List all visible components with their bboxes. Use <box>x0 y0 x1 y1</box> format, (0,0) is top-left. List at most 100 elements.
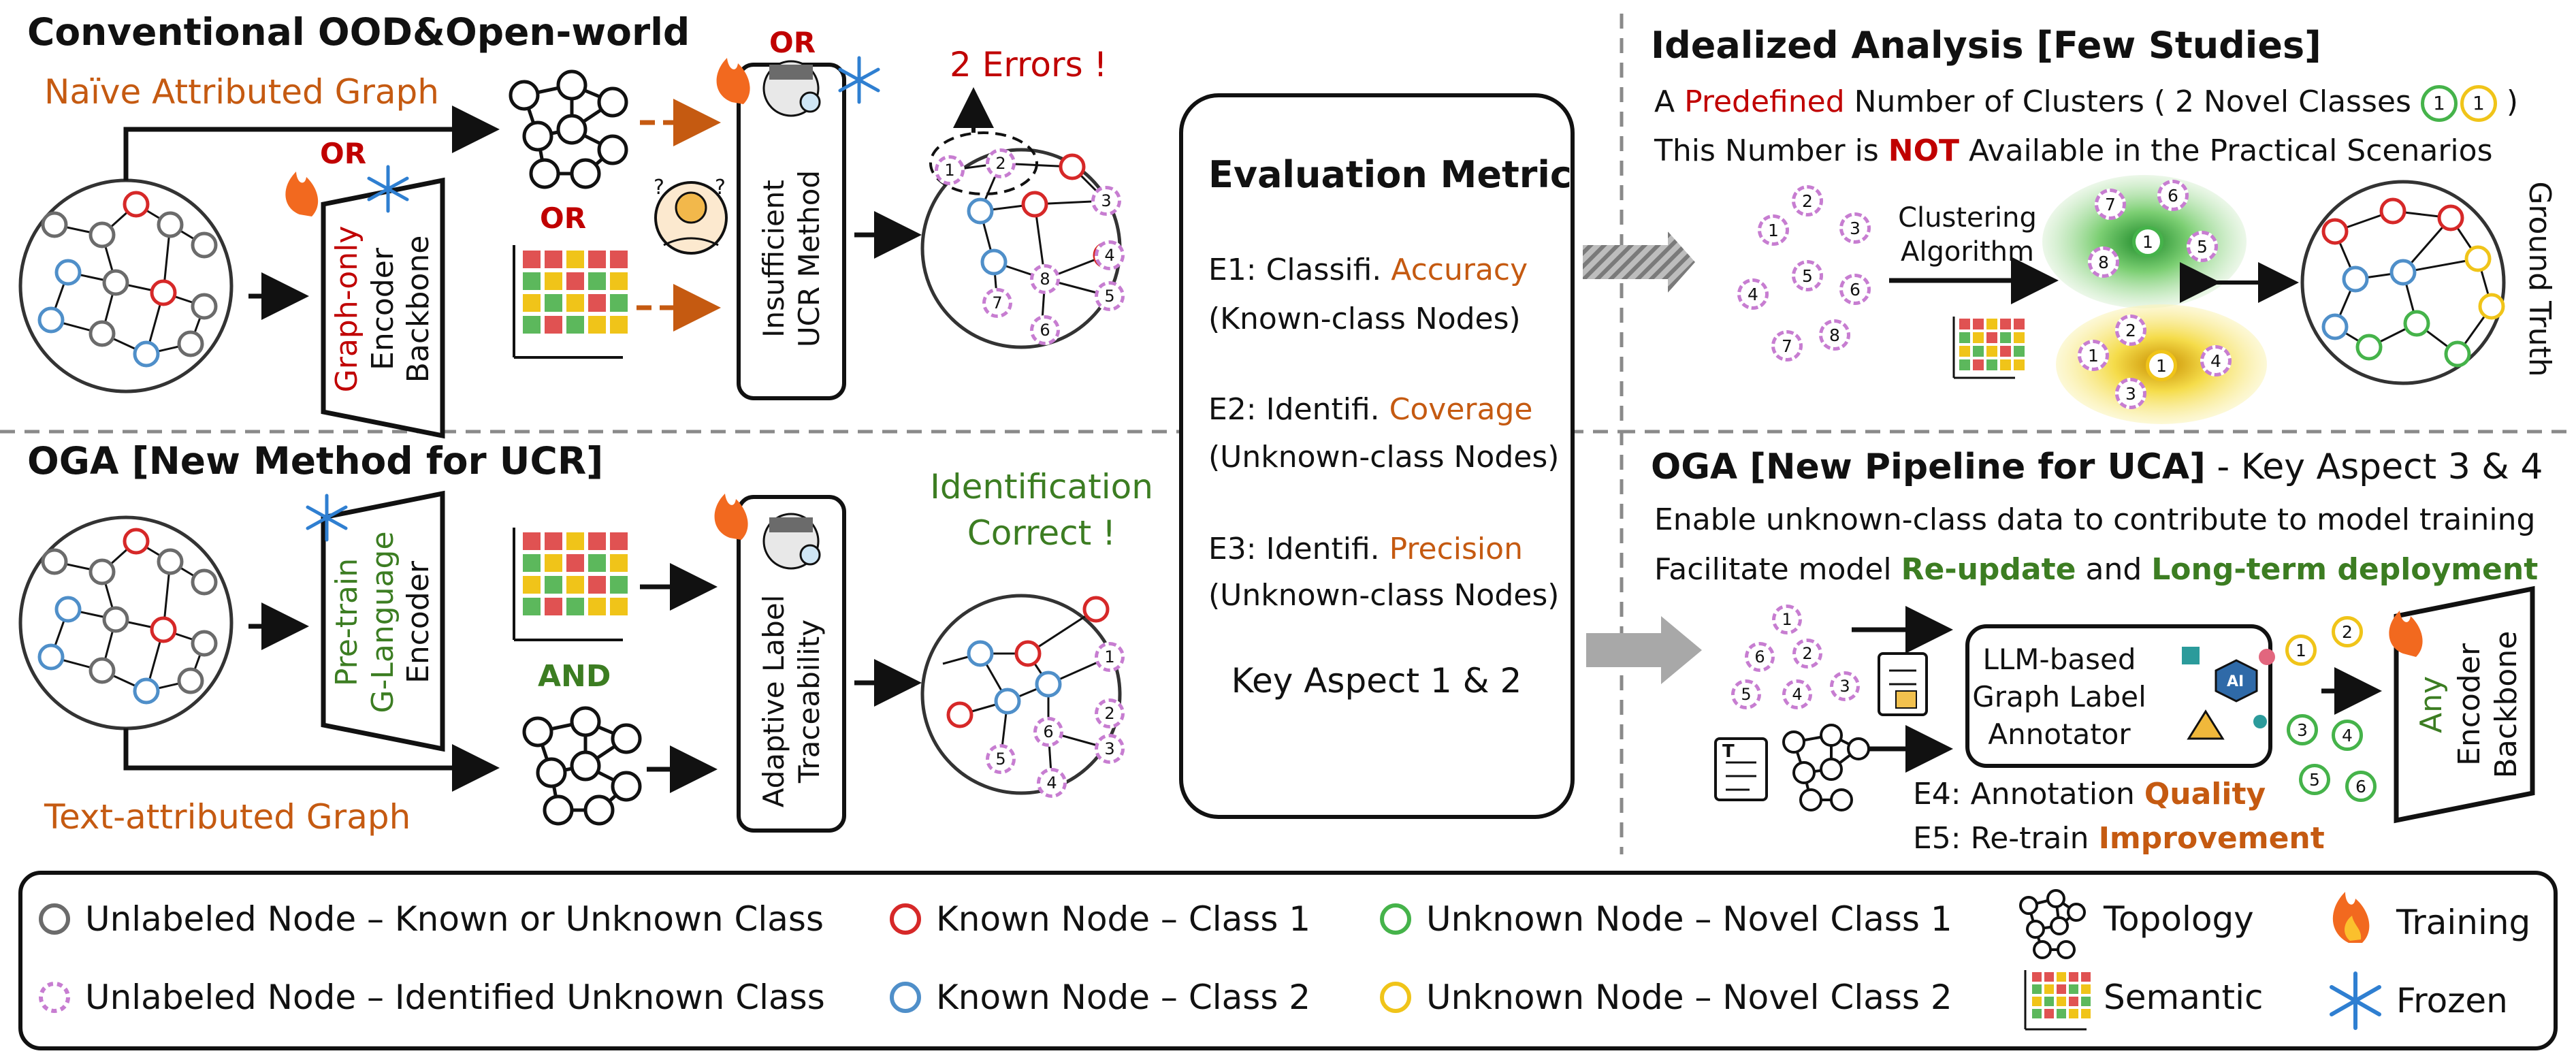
idealized-line1-c: Number of Clusters ( 2 Novel Classes <box>1844 84 2421 119</box>
legend-swatch-novel1 <box>1380 903 1411 935</box>
text-doc-icon: T <box>1714 737 1768 801</box>
clustering-line1: Clustering <box>1898 202 2037 234</box>
result-graph-top <box>920 87 1122 349</box>
metric-e3: E3: Identifi. Precision <box>1208 534 1523 564</box>
semantic-cluster-cell <box>1959 332 1970 343</box>
metric-e3-prefix: E3: Identifi. <box>1208 532 1389 566</box>
semantic-top-cell <box>523 316 541 334</box>
semantic-bottom-cell <box>610 532 628 550</box>
semantic-top-cell <box>566 316 584 334</box>
evaluation-metric-box <box>1179 93 1575 819</box>
g-language-encoder-shape <box>321 490 445 752</box>
pipeline-line2-a: Facilitate model <box>1654 552 1901 587</box>
semantic-cluster-cell <box>1973 359 1984 370</box>
semantic-top-cell <box>588 251 606 268</box>
metric-e2-sub: (Unknown-class Nodes) <box>1208 440 1560 474</box>
legend-unlabeled: Unlabeled Node – Known or Unknown Class <box>85 899 824 939</box>
result-top-node-8: 8 <box>1030 264 1060 294</box>
method-top-line1: Insufficient <box>757 180 790 338</box>
semantic-legend-cell <box>2032 997 2042 1006</box>
result-bottom-node-3: 3 <box>1095 734 1125 764</box>
metric-e3-sub: (Unknown-class Nodes) <box>1208 578 1560 613</box>
semantic-legend-cell <box>2057 997 2066 1006</box>
semantic-bottom-cell <box>610 576 628 594</box>
semantic-legend-cell <box>2081 997 2091 1006</box>
semantic-cluster-cell <box>2014 319 2025 329</box>
legend-topology: Topology <box>2104 899 2254 939</box>
metric-e1-sub: (Known-class Nodes) <box>1208 302 1521 336</box>
result-graph-bottom <box>920 594 1122 795</box>
semantic-legend-cell <box>2057 984 2066 994</box>
correct-line1: Identification <box>930 467 1153 506</box>
confused-person-icon: ? ? <box>654 176 728 255</box>
section-title-conventional: Conventional OOD&Open-world <box>27 10 690 54</box>
metric-e1-prefix: E1: Classifi. <box>1208 253 1391 287</box>
legend-identified: Unlabeled Node – Identified Unknown Clas… <box>85 978 825 1017</box>
semantic-top-cell <box>523 251 541 268</box>
legend-swatch-known1 <box>890 903 921 935</box>
semantic-cluster-cell <box>1973 319 1984 329</box>
annotator-line2: Graph Label <box>1972 680 2146 713</box>
svg-text:T: T <box>1722 741 1735 762</box>
semantic-cluster-cell <box>2000 346 2011 357</box>
legend-known2: Known Node – Class 2 <box>936 978 1311 1017</box>
semantic-cluster-cell <box>2014 332 2025 343</box>
pipeline-line2-reupdate: Re-update <box>1901 552 2076 587</box>
semantic-top-cell <box>588 316 606 334</box>
metric-e5-key: Improvement <box>2098 821 2325 856</box>
metric-e4-prefix: E4: Annotation <box>1913 777 2144 811</box>
idealized-line2: This Number is NOT Available in the Prac… <box>1654 136 2493 166</box>
semantic-legend-cell <box>2081 972 2091 982</box>
semantic-legend-cell <box>2069 984 2078 994</box>
result-top-node-7: 7 <box>982 288 1012 318</box>
semantic-legend-cell <box>2032 984 2042 994</box>
semantic-bottom-cell <box>523 576 541 594</box>
pipeline-input-node-1: 1 <box>1772 605 1802 634</box>
metric-e3-key: Precision <box>1389 532 1523 566</box>
semantic-bottom-cell <box>588 598 606 615</box>
semantic-top-cell <box>610 272 628 290</box>
output-green-node-3: 3 <box>2287 714 2318 745</box>
svg-text:?: ? <box>715 176 726 199</box>
snowflake-icon-method-top <box>838 56 880 104</box>
legend-topology-icon <box>2019 889 2086 959</box>
semantic-cluster-cell <box>1973 346 1984 357</box>
tag-graph-label: Text-attributed Graph <box>44 797 411 837</box>
idealized-line1-a: A <box>1654 84 1685 119</box>
semantic-cluster-cell <box>2014 346 2025 357</box>
result-top-node-4: 4 <box>1095 240 1125 270</box>
semantic-bottom-cell <box>610 554 628 572</box>
semantic-cluster-cell <box>2014 359 2025 370</box>
semantic-bottom-cell <box>545 576 562 594</box>
semantic-top-cell <box>610 294 628 312</box>
topology-icon-bottom <box>522 706 642 826</box>
semantic-legend-cell <box>2069 972 2078 982</box>
semantic-cluster-cell <box>1986 346 1997 357</box>
semantic-cluster-cell <box>1986 319 1997 329</box>
g-language-encoder: Pre-train G-Language Encoder <box>323 496 442 749</box>
alt-line1: Adaptive Label <box>757 594 790 808</box>
metric-e2-prefix: E2: Identifi. <box>1208 392 1389 427</box>
semantic-legend-cell <box>2044 972 2054 982</box>
legend-novel1: Unknown Node – Novel Class 1 <box>1426 899 1952 939</box>
semantic-bottom-cell <box>545 598 562 615</box>
semantic-bottom-cell <box>566 532 584 550</box>
metric-e1-key: Accuracy <box>1391 253 1528 287</box>
pipeline-input-node-6: 6 <box>1745 642 1775 672</box>
topology-icon-top <box>509 69 628 189</box>
pipeline-line1: Enable unknown-class data to contribute … <box>1654 502 2536 537</box>
any-encoder-line1: Any <box>2414 675 2449 734</box>
idealized-line2-a: This Number is <box>1654 133 1888 168</box>
scatter-node-5: 5 <box>1792 260 1823 291</box>
any-encoder: Any Encoder Backbone <box>2396 592 2532 817</box>
insufficient-method: Insufficient UCR Method <box>739 123 844 398</box>
encoder-top-line1: Graph-only <box>329 225 364 393</box>
section-title-oga-pipeline: OGA [New Pipeline for UCA] - Key Aspect … <box>1651 449 2543 485</box>
semantic-cluster-cell <box>1986 332 1997 343</box>
encoder-bottom-line3: Encoder <box>401 561 436 683</box>
semantic-top-cell <box>545 251 562 268</box>
input-graph-top <box>18 178 234 393</box>
naive-graph-label: Naïve Attributed Graph <box>44 72 439 112</box>
metric-e2-key: Coverage <box>1389 392 1533 427</box>
alt-line2: Traceability <box>792 619 826 784</box>
